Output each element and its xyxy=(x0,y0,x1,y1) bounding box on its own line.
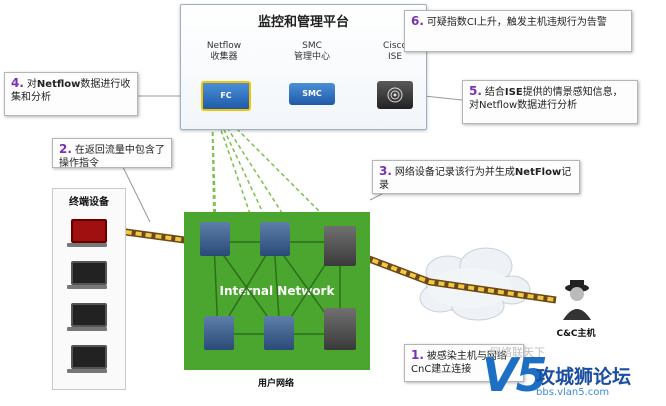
callout-5-text-pre: 结合 xyxy=(484,87,505,98)
user-network-caption: 用户网络 xyxy=(257,379,294,389)
platform-title: 监控和管理平台 xyxy=(257,15,349,30)
internal-network: Internal Network xyxy=(184,212,370,370)
callout-6: 6.可疑指数CI上升，触发主机违规行为告警 xyxy=(404,10,632,52)
callout-3-number: 3. xyxy=(379,164,392,178)
callout-1: 1.被感染主机与网络CnC建立连接 xyxy=(404,344,524,382)
laptop-icon xyxy=(71,345,107,369)
endpoint-devices-panel: 终端设备 xyxy=(52,188,126,390)
callout-2-text: 在返回流量中包含了操作指令 xyxy=(59,145,165,169)
biohazard-screen-icon xyxy=(71,219,107,243)
ise-device xyxy=(377,81,413,109)
callout-5-number: 5. xyxy=(469,84,482,98)
callout-1-text: 被感染主机与网络CnC建立连接 xyxy=(411,351,507,375)
laptop xyxy=(67,345,107,373)
smc-label: SMC 管理中心 xyxy=(293,41,330,62)
callout-5-text-post: 提供的情景感知信息，对Netflow数据进行分析 xyxy=(469,87,623,111)
watermark-url: bbs.vlan5.com xyxy=(536,387,610,398)
endpoint-devices-title: 终端设备 xyxy=(69,197,109,208)
laptop-icon xyxy=(71,261,107,285)
callout-4-number: 4. xyxy=(11,76,24,90)
laptop xyxy=(67,261,107,289)
callout-6-number: 6. xyxy=(411,14,424,28)
callout-4-text-pre: 对 xyxy=(26,79,37,90)
callout-4-bold: Netflow xyxy=(36,79,81,90)
cisco-ise-label: Cisco ISE xyxy=(383,41,407,62)
callout-3-text-pre: 网络设备记录该行为并生成 xyxy=(394,167,515,178)
callout-5-bold: ISE xyxy=(504,87,523,98)
hacker-icon xyxy=(560,276,594,322)
monitoring-platform: 监控和管理平台 Netflow 收集器 SMC 管理中心 Cisco ISE F… xyxy=(180,4,427,130)
netflow-collector-label: Netflow 收集器 xyxy=(206,41,242,62)
laptop xyxy=(67,303,107,331)
callout-1-number: 1. xyxy=(411,348,424,362)
callout-2: 2.在返回流量中包含了操作指令 xyxy=(52,138,172,169)
smc-device: SMC xyxy=(289,83,335,105)
callout-2-number: 2. xyxy=(59,142,72,156)
laptop-icon xyxy=(71,303,107,327)
callout-3-text-post: 记录 xyxy=(379,167,572,191)
callout-3: 3.网络设备记录该行为并生成NetFlow记录 xyxy=(372,160,580,194)
callout-4: 4.对Netflow数据进行收集和分析 xyxy=(4,72,138,116)
infected-laptop xyxy=(67,219,107,247)
callout-3-bold: NetFlow xyxy=(514,167,562,178)
callout-6-text: 可疑指数CI上升，触发主机违规行为告警 xyxy=(426,17,607,28)
switch-icon xyxy=(264,316,294,350)
cc-host-label: C&C主机 xyxy=(556,329,596,339)
callout-4-text-post: 数据进行收集和分析 xyxy=(11,79,131,103)
switch-icon xyxy=(200,222,230,256)
callout-5: 5.结合ISE提供的情景感知信息，对Netflow数据进行分析 xyxy=(462,80,638,124)
watermark-text: 攻城狮论坛 xyxy=(536,366,632,388)
switch-icon xyxy=(204,316,234,350)
firewall-icon xyxy=(324,308,356,350)
fingerprint-icon xyxy=(387,87,403,103)
callout-5-pointer xyxy=(423,95,463,101)
watermark-logo: V5 xyxy=(482,348,548,402)
switch-icon xyxy=(260,222,290,256)
watermark-faint-text: 网络联天下 xyxy=(490,346,545,359)
firewall-icon xyxy=(324,226,356,266)
callout-2-pointer xyxy=(121,164,151,223)
netflow-collector-device: FC xyxy=(201,81,251,111)
